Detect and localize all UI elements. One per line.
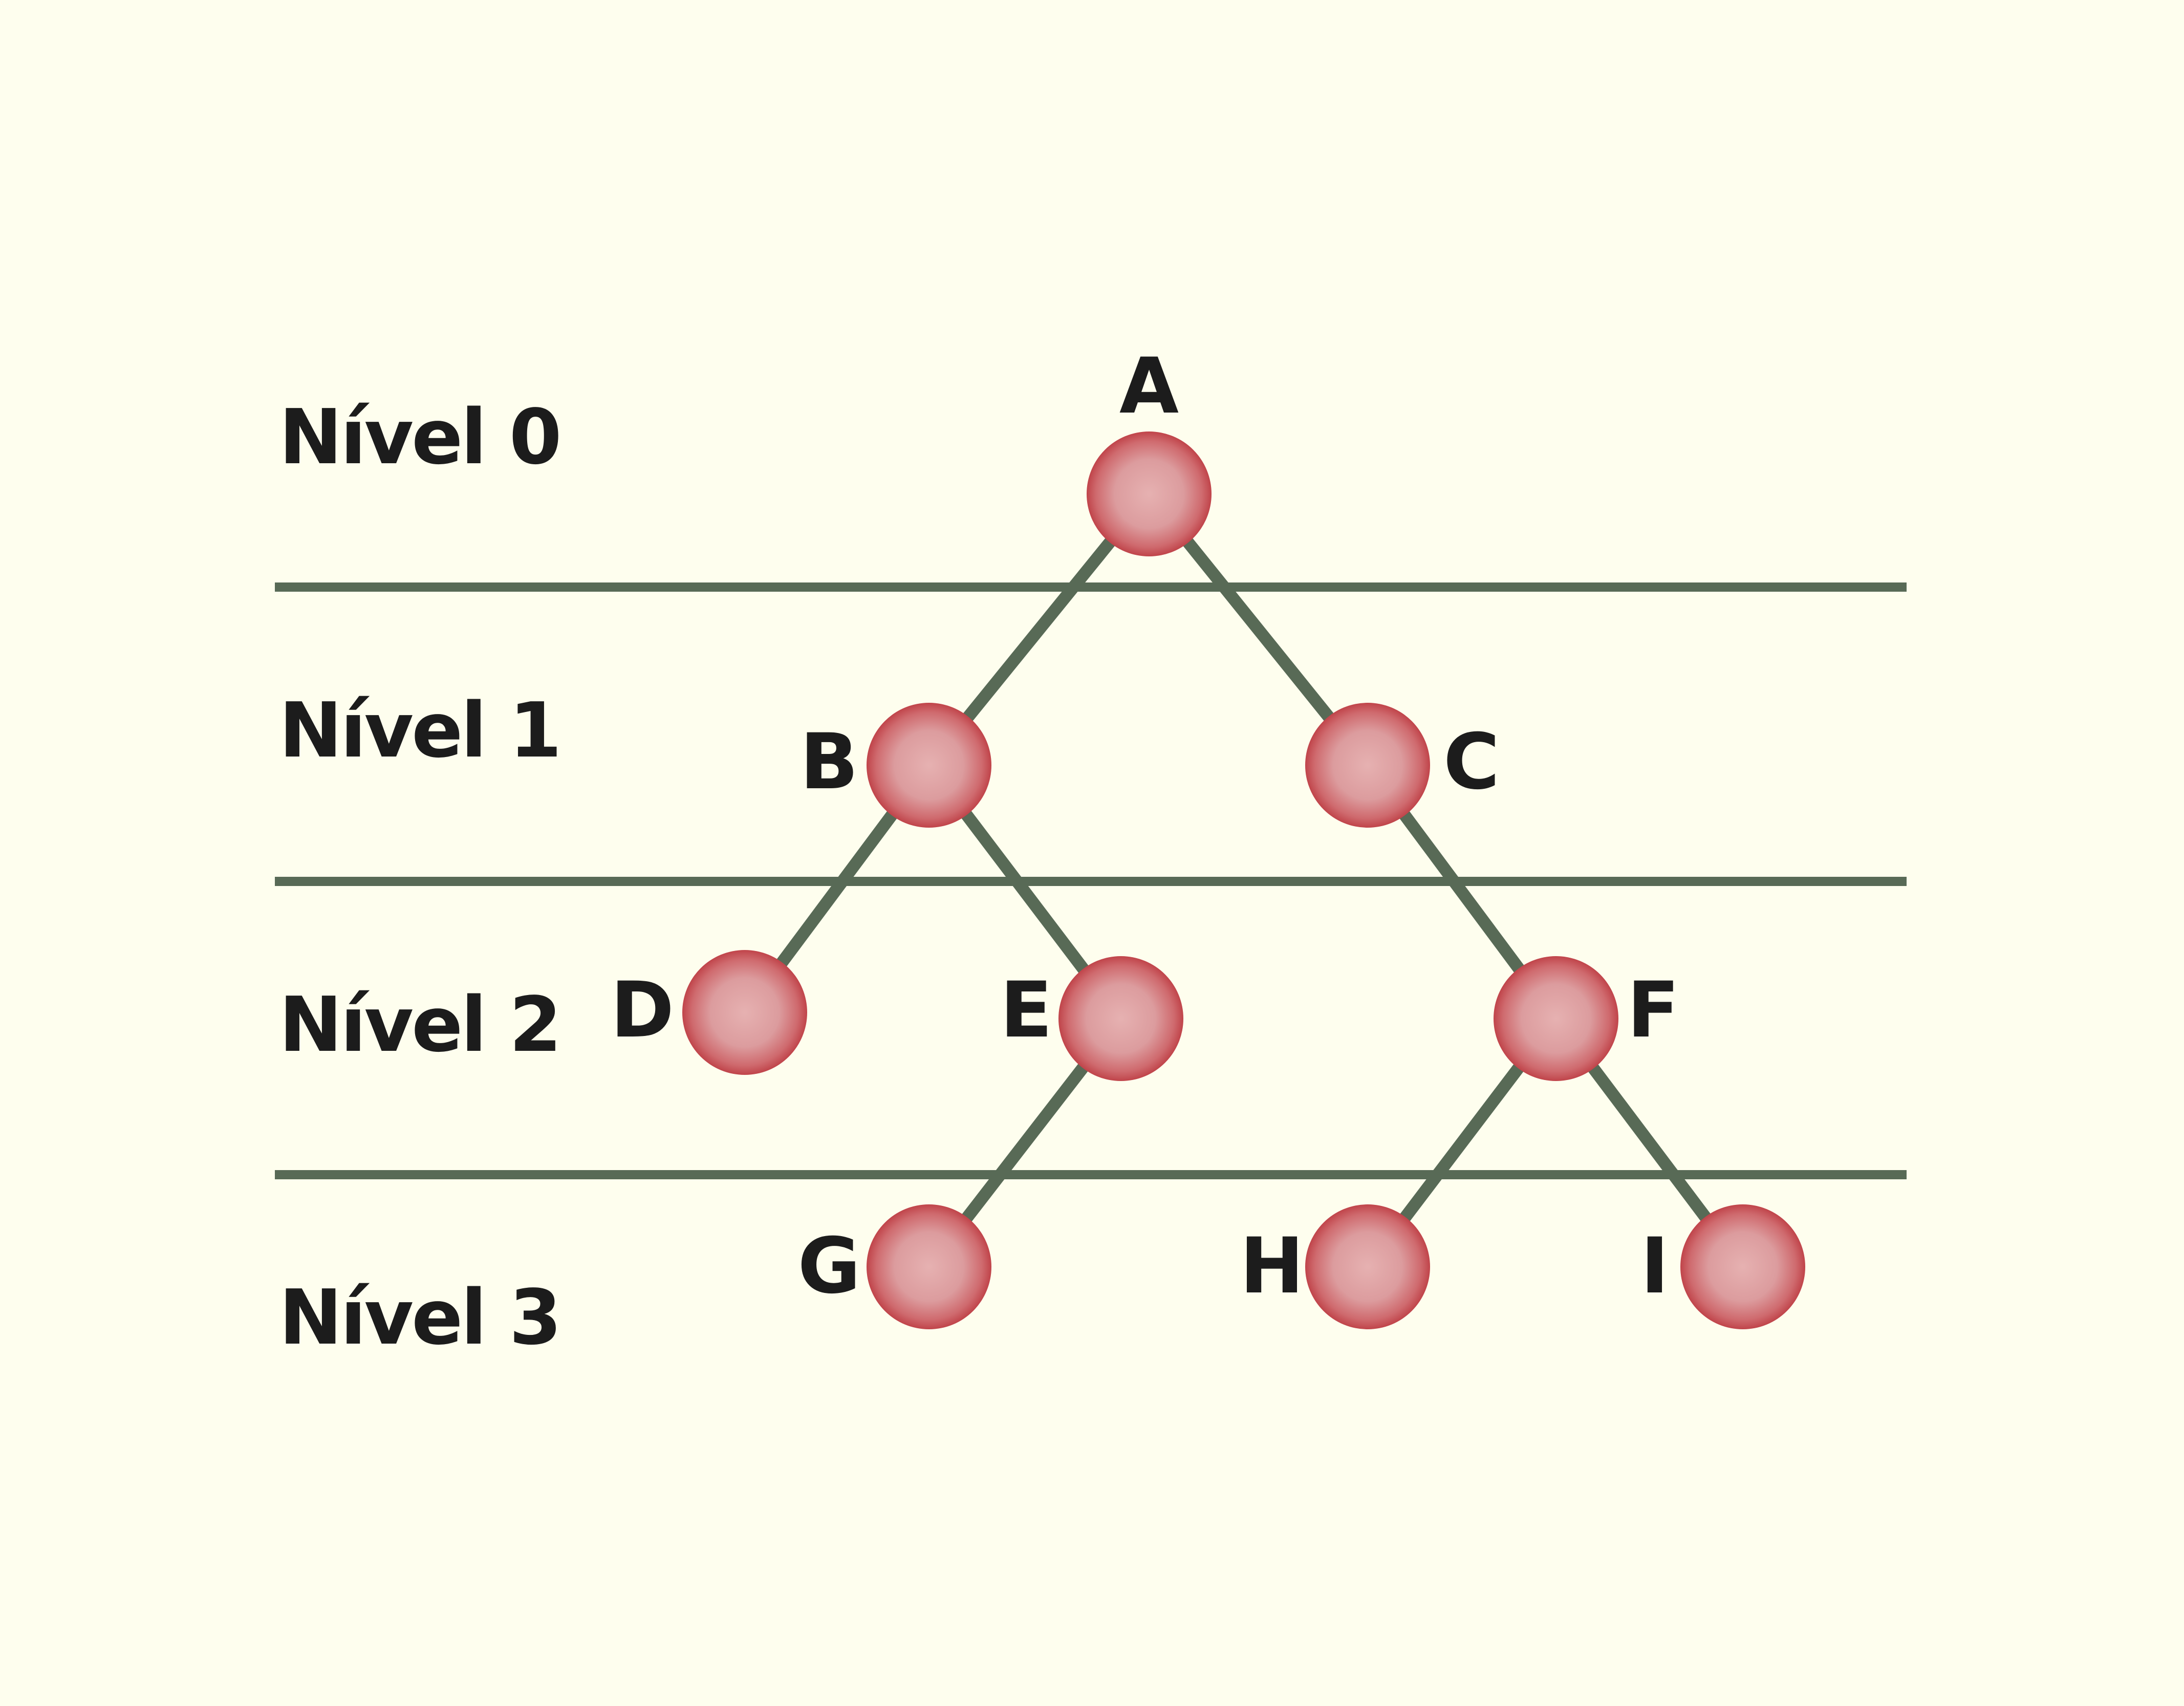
node-E bbox=[1058, 956, 1183, 1081]
level-label-3: Nível 3 bbox=[279, 1273, 560, 1362]
node-label-G: G bbox=[797, 1222, 860, 1311]
node-label-D: D bbox=[611, 966, 675, 1055]
node-label-B: B bbox=[800, 718, 858, 807]
node-label-F: F bbox=[1627, 966, 1679, 1055]
node-label-E: E bbox=[1000, 966, 1052, 1055]
node-H bbox=[1305, 1204, 1430, 1329]
level-dividers bbox=[275, 582, 1907, 1179]
node-F bbox=[1494, 956, 1618, 1081]
node-label-C: C bbox=[1443, 718, 1500, 807]
level-labels: Nível 0 Nível 1 Nível 2 Nível 3 bbox=[279, 393, 562, 1362]
node-D bbox=[682, 950, 807, 1075]
tree-nodes bbox=[682, 431, 1805, 1329]
node-B bbox=[867, 703, 991, 828]
node-labels: A B C D E F G H I bbox=[611, 342, 1679, 1311]
level-label-0: Nível 0 bbox=[279, 393, 560, 481]
level-label-1: Nível 1 bbox=[279, 686, 560, 774]
node-A bbox=[1087, 431, 1212, 556]
level-label-2: Nível 2 bbox=[279, 981, 560, 1069]
node-label-A: A bbox=[1119, 342, 1179, 431]
node-I bbox=[1680, 1204, 1805, 1329]
node-G bbox=[867, 1204, 991, 1329]
node-label-H: H bbox=[1240, 1222, 1304, 1311]
node-C bbox=[1305, 703, 1430, 828]
node-label-I: I bbox=[1640, 1222, 1669, 1311]
